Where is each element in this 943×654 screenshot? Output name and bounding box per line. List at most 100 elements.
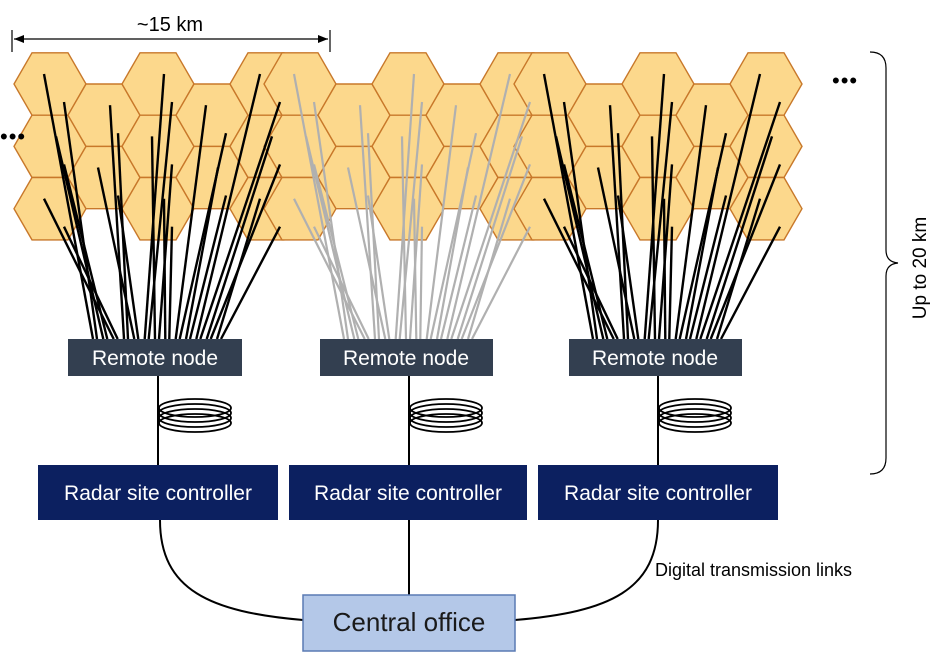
fiber-spool-loop	[158, 408, 232, 428]
fiber-line	[695, 73, 762, 340]
fiber-line	[608, 105, 626, 340]
fiber-spool-loop	[409, 408, 483, 428]
fiber-line	[678, 132, 728, 340]
fiber-line	[616, 195, 640, 340]
radar-site-controller-3-label: Radar site controller	[564, 482, 752, 505]
fiber-line	[688, 195, 728, 340]
radar-site-controller-1: Radar site controller	[38, 465, 278, 520]
fiber-line	[562, 101, 599, 340]
fiber-line	[684, 167, 720, 340]
fiber-line	[412, 198, 418, 340]
fiber-line	[699, 101, 782, 340]
radar-site-controller-2-label: Radar site controller	[314, 482, 502, 505]
fiber-line	[446, 73, 512, 340]
radar-site-controller-3: Radar site controller	[538, 465, 778, 520]
remote-node-1: Remote node	[68, 339, 242, 376]
fiber-line	[62, 226, 119, 340]
fiber-line	[143, 73, 166, 340]
fiber-line	[542, 73, 595, 340]
fiber-spool-loop	[409, 413, 483, 433]
fiber-line	[162, 198, 167, 340]
fiber-line	[709, 163, 782, 340]
fiber-spools	[157, 376, 732, 465]
fiber-line	[650, 136, 657, 340]
top-distance-marker: ~15 km	[11, 14, 331, 52]
ellipsis-left: •••	[0, 124, 26, 149]
fiber-line	[674, 105, 708, 340]
fiber-line	[215, 198, 262, 340]
fiber-line	[439, 195, 478, 340]
fiber-spool-loop	[409, 398, 483, 418]
fiber-line	[643, 73, 666, 340]
fiber-line	[471, 226, 531, 340]
link-label: Digital transmission links	[655, 560, 852, 580]
hex-cell	[729, 176, 803, 241]
fiber-line	[435, 167, 470, 340]
fiber-line	[450, 101, 532, 340]
top-distance-label: ~15 km	[137, 14, 203, 36]
fiber-line	[313, 226, 370, 340]
remote-node-3: Remote node	[569, 339, 742, 376]
fiber-line	[394, 73, 416, 340]
fiber-lines	[42, 73, 782, 340]
ellipsis-right: •••	[832, 68, 858, 93]
radar-site-controller-2: Radar site controller	[289, 465, 527, 520]
fiber-line	[168, 226, 174, 340]
fiber-line	[108, 105, 126, 340]
side-distance-label: Up to 20 km	[910, 217, 931, 319]
fiber-spool-loop	[658, 413, 732, 433]
fiber-line	[456, 136, 524, 340]
fiber-line	[668, 226, 674, 340]
central-office: Central office	[302, 594, 516, 652]
fiber-line	[460, 163, 532, 340]
remote-node-1-label: Remote node	[92, 347, 218, 370]
fiber-line	[42, 198, 115, 340]
fiber-line	[366, 195, 391, 340]
fiber-line	[293, 198, 366, 340]
fiber-line	[96, 167, 136, 340]
fiber-line	[150, 136, 157, 340]
fiber-line	[358, 105, 377, 340]
remote-node-3-label: Remote node	[592, 347, 718, 370]
fiber-line	[209, 163, 282, 340]
fiber-line	[199, 101, 282, 340]
fiber-line	[219, 226, 282, 340]
fiber-spool-loop	[409, 403, 483, 423]
fiber-line	[292, 73, 346, 340]
fiber-spool-loop	[158, 398, 232, 418]
fiber-line	[647, 101, 674, 340]
fiber-line	[312, 101, 350, 340]
remote-node-2: Remote node	[320, 339, 493, 376]
fiber-spool-loop	[658, 403, 732, 423]
fiber-line	[184, 167, 220, 340]
fiber-line	[116, 195, 140, 340]
fiber-line	[178, 132, 228, 340]
fiber-line	[147, 101, 174, 340]
fiber-line	[400, 136, 408, 340]
fiber-line	[554, 136, 605, 340]
fiber-line	[425, 105, 458, 340]
fiber-spool-loop	[158, 413, 232, 433]
fiber-line	[188, 195, 228, 340]
fiber-line	[596, 167, 636, 340]
fiber-spool-loop	[658, 408, 732, 428]
fiber-spool-loop	[658, 398, 732, 418]
side-distance-marker: Up to 20 km	[869, 51, 931, 475]
fiber-line	[419, 226, 424, 340]
fiber-line	[174, 105, 208, 340]
fiber-line	[408, 164, 424, 340]
fiber-line	[304, 136, 356, 340]
fiber-line	[42, 73, 95, 340]
fiber-line	[542, 198, 615, 340]
fiber-line	[346, 167, 387, 340]
fiber-line	[662, 198, 667, 340]
fiber-line	[715, 198, 762, 340]
digital-transmission-links	[159, 519, 659, 621]
central-office-label: Central office	[333, 607, 486, 637]
fiber-line	[54, 136, 105, 340]
fiber-line	[205, 136, 274, 340]
fiber-line	[62, 101, 99, 340]
fiber-line	[429, 132, 478, 340]
fiber-line	[195, 73, 262, 340]
